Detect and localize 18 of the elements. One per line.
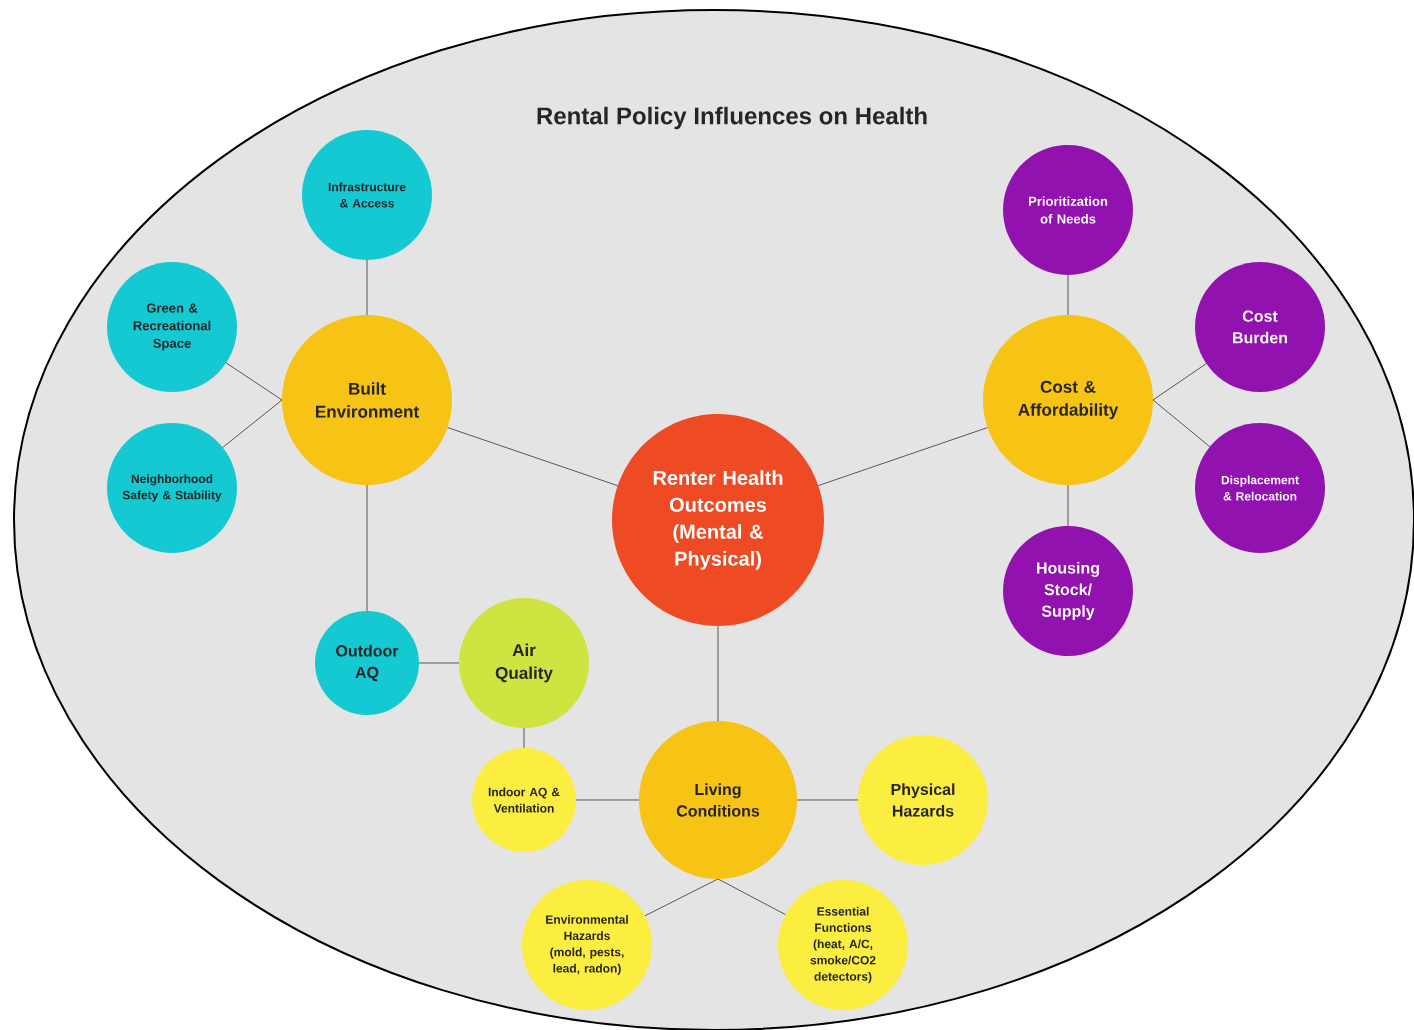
connector-line [575,799,640,801]
connector-line [644,878,719,917]
connector-line [1067,484,1069,527]
connector-line [418,662,460,664]
connector-line [225,362,283,401]
connector-line [796,799,859,801]
connector-line [366,484,368,612]
connector-line [717,878,786,916]
connector-line [446,427,619,487]
connector-line [523,727,525,749]
connector-line [222,399,283,448]
connector-line [1152,399,1211,448]
connector-line [1152,363,1207,401]
connector-line [817,427,989,487]
connector-line [366,259,368,316]
connector-line [1067,274,1069,316]
title: Rental Policy Influences on Health [537,106,927,130]
connector-line [717,625,719,722]
